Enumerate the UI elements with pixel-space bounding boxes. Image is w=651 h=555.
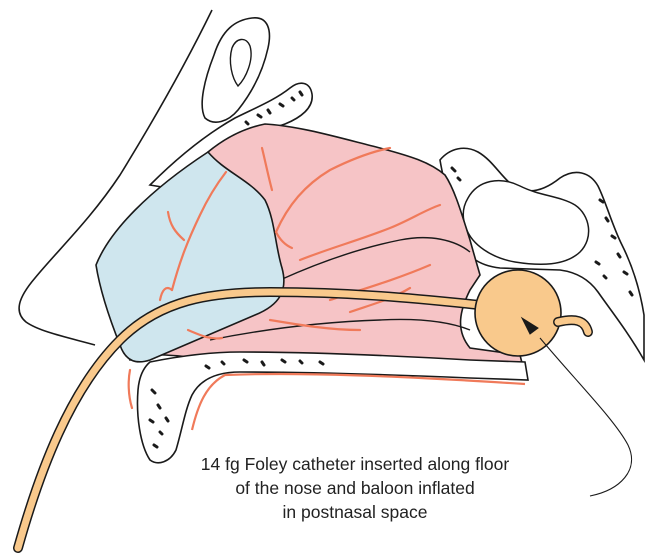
foley-balloon bbox=[475, 270, 561, 356]
hard-palate bbox=[138, 352, 529, 463]
catheter-caption: 14 fg Foley catheter inserted along floo… bbox=[190, 452, 520, 524]
annotation-leader-line bbox=[540, 338, 632, 496]
caption-line-1: 14 fg Foley catheter inserted along floo… bbox=[190, 452, 520, 476]
caption-line-2: of the nose and baloon inflated bbox=[190, 476, 520, 500]
palate-floor-vessel bbox=[192, 374, 525, 430]
caption-line-3: in postnasal space bbox=[190, 500, 520, 524]
